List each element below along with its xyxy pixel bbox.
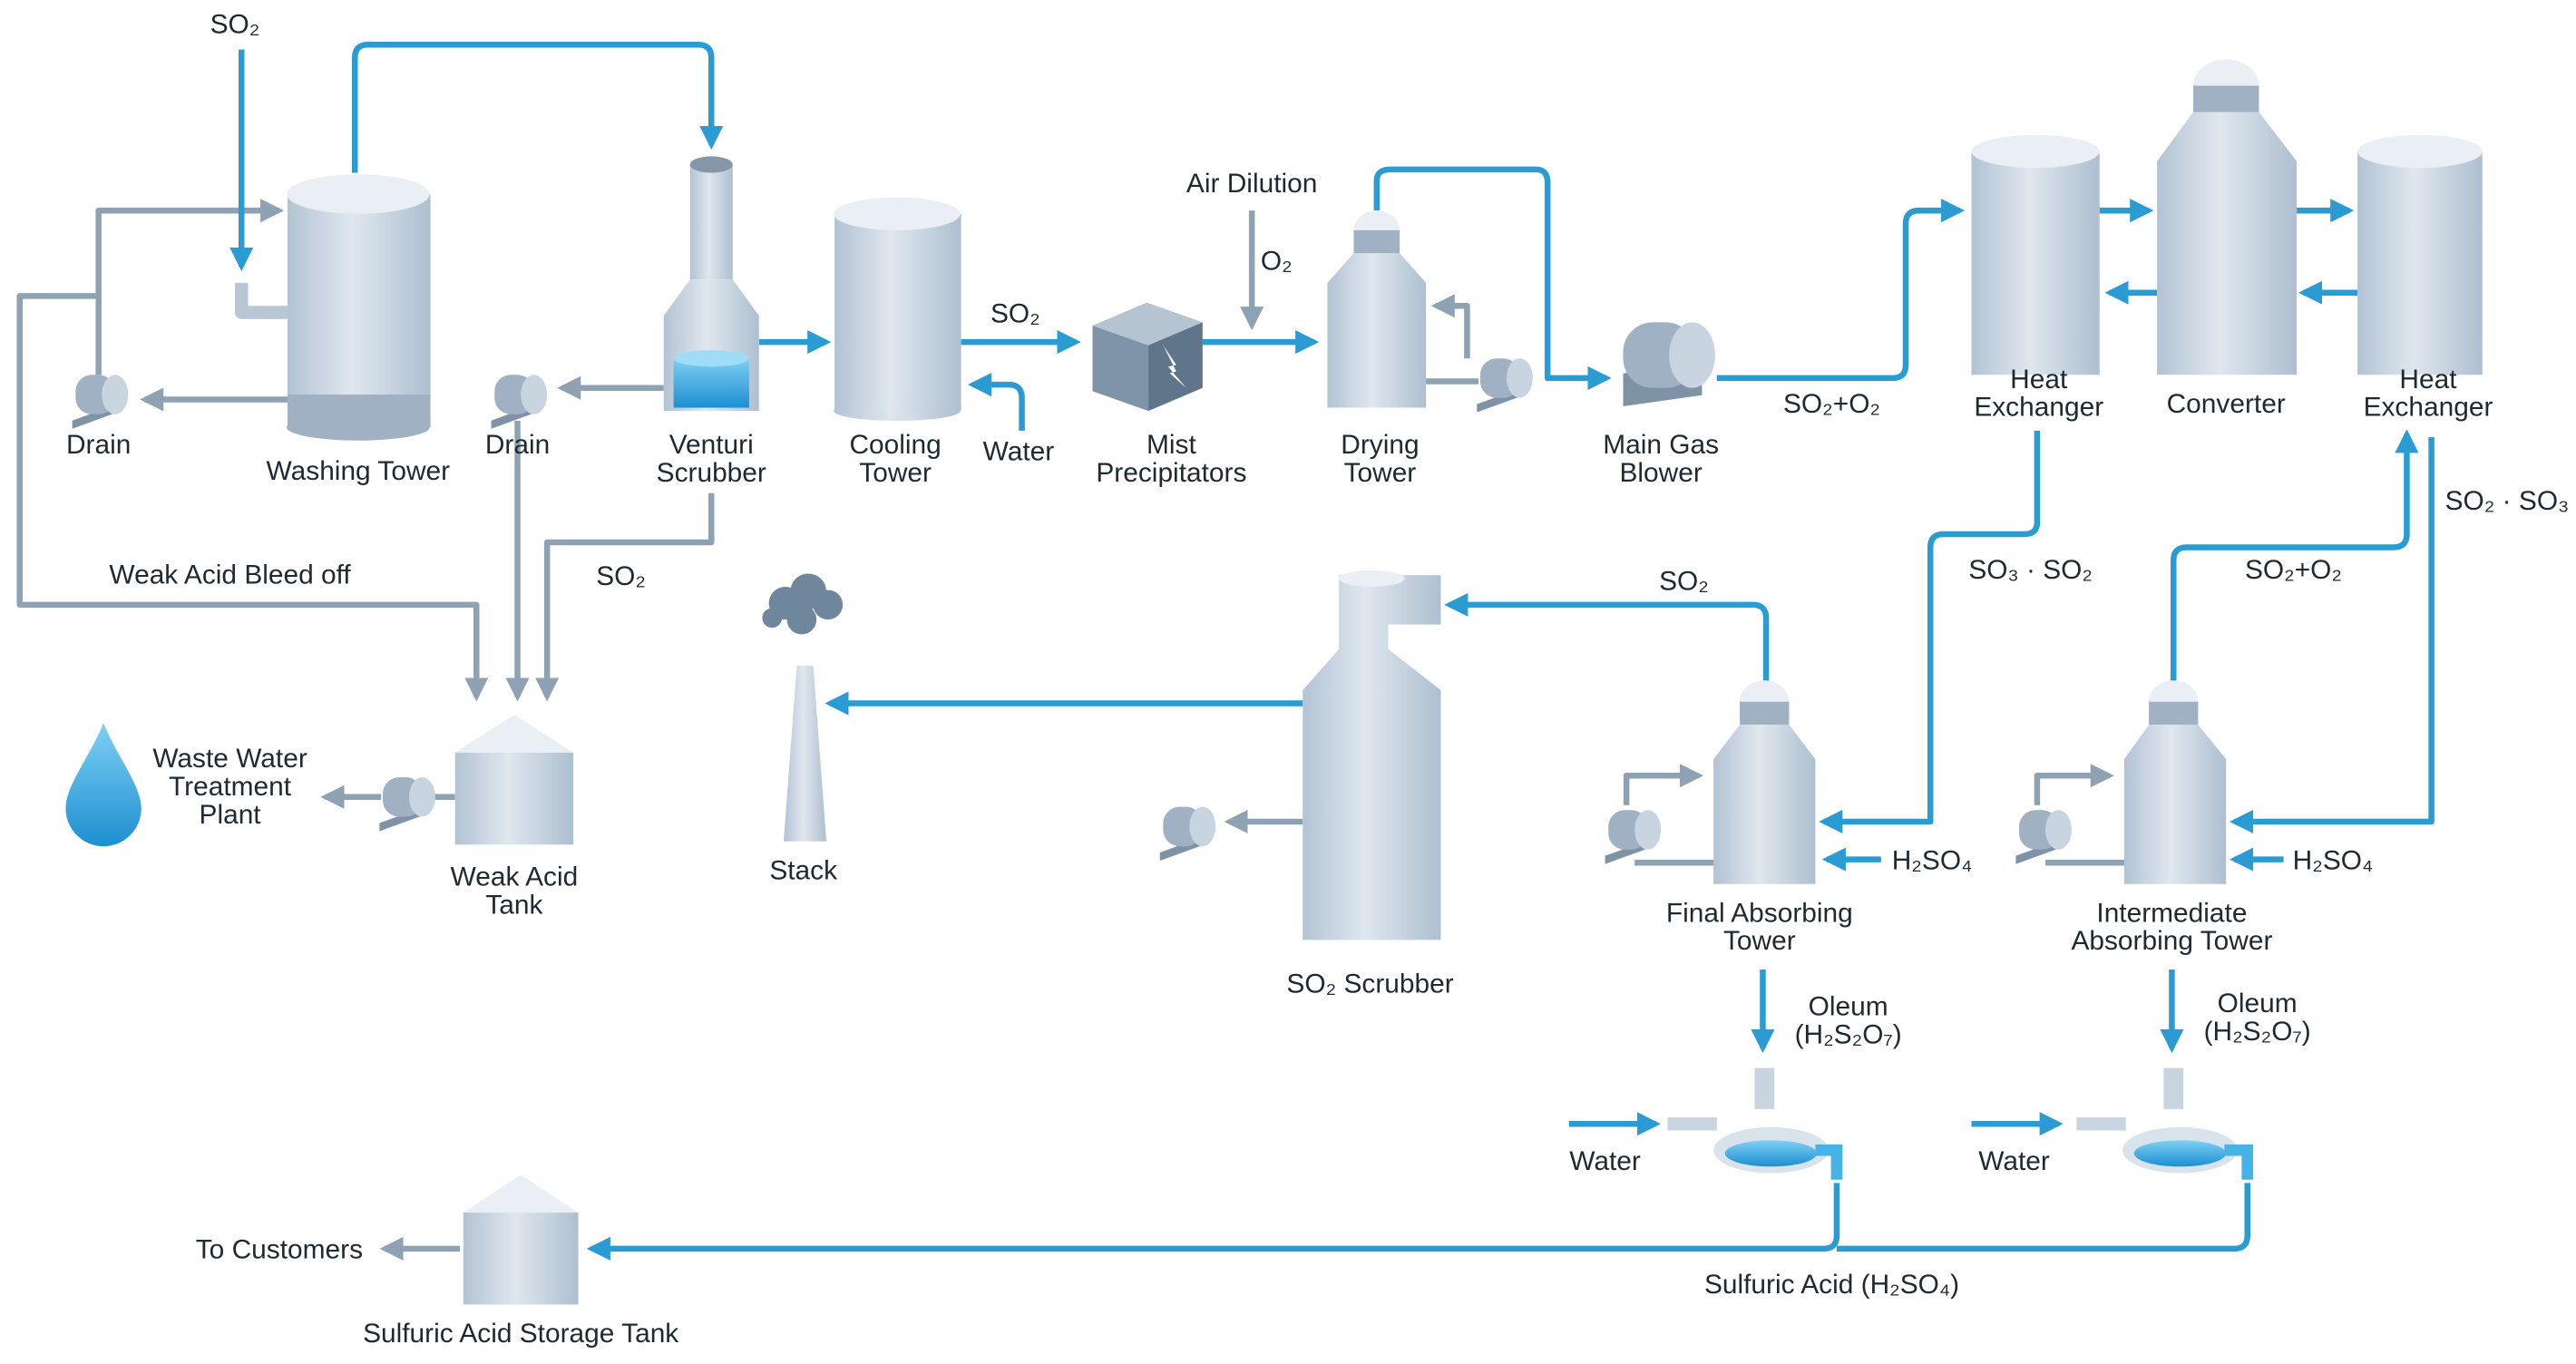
label-water-cooling: Water <box>983 436 1055 466</box>
drain-pump-1 <box>72 375 129 429</box>
label-oleum-2: Oleum(H₂S₂O₇) <box>2204 989 2311 1047</box>
oleum-dilution-mixer-2 <box>2076 1067 2254 1180</box>
sulfuric-acid-storage-tank <box>463 1174 579 1305</box>
so2-scrubber <box>1159 570 1441 940</box>
label-so2-so3: SO₂ · SO₃ <box>2445 486 2570 516</box>
label-to-customers: To Customers <box>196 1235 363 1265</box>
cooling-tower <box>834 197 961 422</box>
mist-precipitator <box>1092 302 1203 412</box>
label-so2-scrubber: SO₂ Scrubber <box>1286 969 1453 999</box>
main-gas-blower <box>1623 322 1715 406</box>
weak-acid-tank <box>379 715 574 845</box>
drain-pump-2 <box>491 375 548 429</box>
auxiliary-flow-lines <box>16 199 2124 1261</box>
heat-exchanger-2 <box>2357 134 2483 375</box>
venturi-scrubber <box>663 156 759 412</box>
label-storage-tank: Sulfuric Acid Storage Tank <box>363 1319 678 1349</box>
heat-exchanger-1 <box>1971 134 2100 375</box>
label-h2so4-final: H₂SO₄ <box>1892 845 1973 875</box>
label-weak-acid-bleed: Weak Acid Bleed off <box>109 560 351 589</box>
label-so2-o2-blower: SO₂+O₂ <box>1783 389 1880 419</box>
label-stack: Stack <box>769 855 837 885</box>
label-washing-tower: Washing Tower <box>267 456 451 486</box>
label-converter: Converter <box>2167 389 2286 419</box>
label-drain-2: Drain <box>485 430 550 460</box>
washing-tower <box>235 174 431 441</box>
label-so2-inlet: SO₂ <box>210 10 260 40</box>
lightning-icon <box>1163 345 1186 388</box>
drying-tower <box>1327 210 1533 413</box>
final-absorbing-tower <box>1605 680 1816 884</box>
label-h2so4-intermediate: H₂SO₄ <box>2293 845 2374 875</box>
intermediate-absorbing-tower <box>2015 680 2227 884</box>
label-water-1: Water <box>1569 1146 1641 1176</box>
label-so2-venturi: SO₂ <box>596 561 646 591</box>
stack <box>762 573 844 842</box>
label-water-2: Water <box>1978 1146 2050 1176</box>
oleum-dilution-mixer-1 <box>1667 1067 1843 1180</box>
label-o2: O₂ <box>1261 246 1293 276</box>
label-so3-so2: SO₃ · SO₂ <box>1968 555 2093 585</box>
label-air-dilution: Air Dilution <box>1186 169 1317 199</box>
label-so2-final: SO₂ <box>1659 567 1709 597</box>
label-oleum-1: Oleum(H₂S₂O₇) <box>1795 992 1902 1050</box>
label-so2-o2-intermediate: SO₂+O₂ <box>2245 555 2342 585</box>
converter <box>2157 59 2298 375</box>
process-flow-lines <box>229 41 2435 1261</box>
label-so2-cooling: SO₂ <box>990 298 1040 328</box>
label-drain-1: Drain <box>66 430 131 460</box>
smoke-icon <box>762 573 844 635</box>
water-drop-icon <box>65 723 141 847</box>
label-sulfuric-acid: Sulfuric Acid (H₂SO₄) <box>1704 1270 1959 1300</box>
